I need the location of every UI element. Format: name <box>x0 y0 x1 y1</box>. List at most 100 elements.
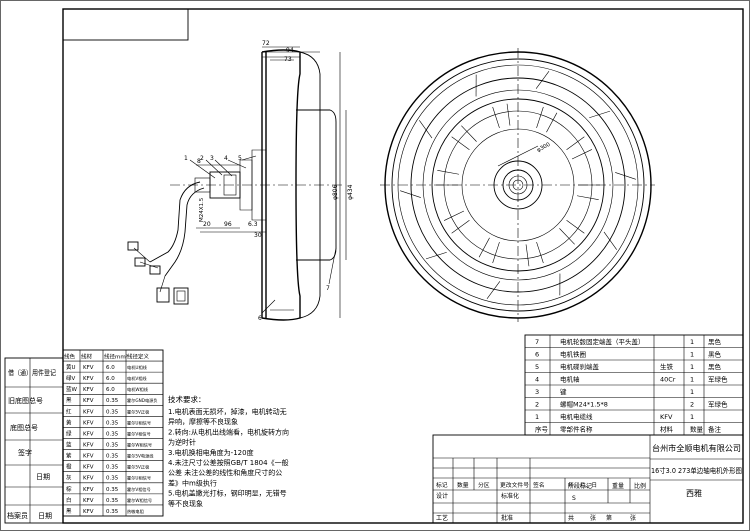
stamp-row-0: 借（通）用件登记 <box>8 368 56 377</box>
tech-note-line: 异响，摩擦等不良现象 <box>168 417 238 426</box>
dim-20: 20 <box>203 221 211 228</box>
wire-cell: KFV <box>83 387 94 393</box>
part-qty: 1 <box>690 338 694 346</box>
dim-6-3: 6.3 <box>248 221 258 228</box>
wire-cell: KFV <box>83 487 94 493</box>
wire-cell: 6.0 <box>106 387 115 393</box>
rim-spoke-line <box>589 110 611 119</box>
wire-cell: 电机U相线 <box>127 364 148 371</box>
label-standard: 标准化 <box>501 492 519 500</box>
wire-cell: 霍尔W相信号 <box>127 442 152 449</box>
tech-note-line: 为逆时针 <box>168 438 196 447</box>
wire-cell: 0.35 <box>106 443 119 449</box>
stamp-row-2: 底图总号 <box>10 423 38 432</box>
part-name: 零部件名称 <box>560 425 593 434</box>
part-no: 7 <box>535 338 539 346</box>
tech-note-line: 等不良现象 <box>168 499 203 508</box>
wire-cell: KFV <box>83 365 94 371</box>
front-hub-slots <box>400 70 636 300</box>
stamp-bottom-1: 日期 <box>38 512 52 520</box>
dim-phi300: φ300 <box>536 142 552 154</box>
wire-cell: 黑 <box>66 397 72 404</box>
label-scale: 比例 <box>634 482 646 490</box>
wire-cell: 霍尔5V正极 <box>127 464 150 471</box>
part-no: 序号 <box>535 425 549 434</box>
rim-spoke-line <box>425 251 447 260</box>
rev-header: 年、月、日 <box>568 481 597 489</box>
wire-cell: KFV <box>83 454 94 460</box>
hub-slot-edge <box>478 237 490 258</box>
wire-cell: 0.35 <box>106 509 119 515</box>
part-note: 黑色 <box>708 362 722 371</box>
wire-cell: 0.35 <box>106 465 119 471</box>
tech-note-line: 公差 未注公差的线性和角度尺寸的公 <box>168 468 282 477</box>
wire-cell: 6.0 <box>106 376 115 382</box>
rev-header: 更改文件号 <box>500 481 529 489</box>
part-no: 5 <box>535 363 539 371</box>
inverted-title-box <box>62 8 189 41</box>
rev-header: 分区 <box>478 481 490 489</box>
wire-cell: 霍尔GND电源负 <box>127 397 158 404</box>
tech-note-line: 4.未注尺寸公差按照GB/T 1804《一般 <box>168 458 289 467</box>
wire-cell: 绿 <box>66 429 72 437</box>
hub-slot <box>451 220 470 234</box>
title-block: 台州市全顺电机有限公司 16寸3.0 273单边轴电机外形图 西雅 标记数量分区… <box>432 434 744 524</box>
part-note: 备注 <box>708 425 722 434</box>
wire-cell: KFV <box>83 398 94 404</box>
dim-96: 96 <box>224 221 232 228</box>
wire-header: 线色 <box>64 352 76 360</box>
label-weight: 重量 <box>612 482 624 490</box>
wire-cell: 0.35 <box>106 398 119 404</box>
hub-slot-edge <box>461 125 477 142</box>
wire-cell: 电机V相线 <box>127 375 147 382</box>
part-qty: 1 <box>690 351 694 359</box>
hub-slot-edge <box>546 112 558 133</box>
part-material: 材料 <box>660 425 674 434</box>
rev-header: 数量 <box>457 481 469 489</box>
rim-spoke-line <box>486 281 501 300</box>
part-qty: 1 <box>690 376 694 384</box>
wire-cell: 绿V <box>66 374 76 382</box>
wire-cell: 0.35 <box>106 420 119 426</box>
hub-slot-edge <box>576 195 599 200</box>
wire-header: 线材 <box>81 352 93 360</box>
tech-note-line: 5.电机盖嫩光打标，钢印明显，无错号 <box>168 489 287 498</box>
wire-cell: 6.0 <box>106 365 115 371</box>
wire-cell: 蓝 <box>66 441 72 449</box>
label-sheet-unit: 张 <box>590 514 596 522</box>
wire-cell: 0.35 <box>106 431 119 437</box>
wire-cell: 紫 <box>66 453 72 460</box>
wire-cell: KFV <box>83 409 94 415</box>
wire-cell: 橙 <box>66 463 72 471</box>
label-sheet-total: 共 <box>568 514 574 522</box>
hub-slot <box>566 136 585 150</box>
part-note: 军绿色 <box>708 375 728 384</box>
label-sheet-no: 第 <box>606 514 612 522</box>
part-material: 40Cr <box>660 376 676 384</box>
tech-note-line: 差》中m级执行 <box>168 478 217 487</box>
tech-notes-title: 技术要求： <box>168 394 206 404</box>
wire-cell: 霍尔V相信号 <box>127 486 151 493</box>
tech-note-line: 3.电机换相电角度为-120度 <box>168 448 254 457</box>
wire-header: 线径定义 <box>127 352 150 360</box>
rev-header: 签名 <box>533 481 545 489</box>
company-name: 台州市全顺电机有限公司 <box>652 443 741 453</box>
wire-cell: KFV <box>83 498 94 504</box>
wire-cell: 棕 <box>66 485 72 493</box>
rim-spoke-line <box>615 172 636 180</box>
balloon-3: 3 <box>210 155 214 162</box>
wire-cell: 霍尔U相信号 <box>127 475 151 482</box>
wire-cell: 黑 <box>66 508 72 515</box>
dim-30: 30 <box>254 232 262 239</box>
rim-spoke-line <box>535 70 550 89</box>
part-no: 3 <box>535 388 539 396</box>
label-design: 设计 <box>436 492 448 500</box>
wire-cell: KFV <box>83 476 94 482</box>
label-sheet-no-unit: 张 <box>630 514 636 522</box>
wire-cell: 霍尔U相信号 <box>127 419 151 426</box>
dim-thread: M24X1.5 <box>199 197 205 222</box>
hub-slot-edge <box>559 228 575 245</box>
label-process: 工艺 <box>436 514 448 522</box>
wire-cell: 霍尔V相信号 <box>127 430 151 437</box>
